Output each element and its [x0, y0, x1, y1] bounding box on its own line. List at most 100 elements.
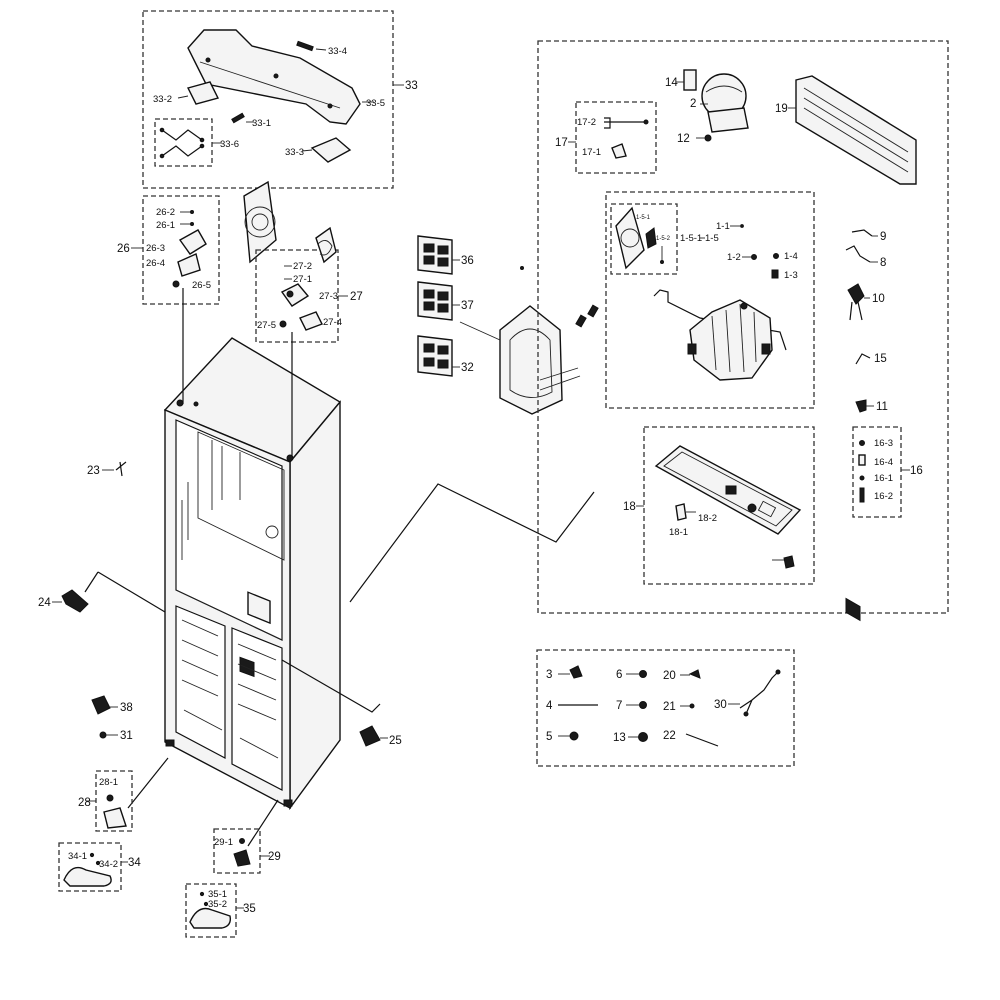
callout-33-4: 33-4 — [328, 46, 347, 57]
callout-17: 17 — [555, 137, 568, 149]
callout-33-2: 33-2 — [153, 94, 172, 105]
callout-27-1: 27-1 — [293, 274, 312, 285]
callout-19: 19 — [775, 103, 788, 115]
callout-30: 30 — [714, 699, 727, 711]
group-1-frame — [605, 191, 815, 409]
clip-part — [115, 461, 127, 477]
shelf-rails — [181, 619, 279, 759]
callout-11: 11 — [876, 401, 888, 413]
group-35: 35 35-1 35-2 — [185, 883, 256, 938]
bracket-plate-part — [310, 137, 352, 163]
valve-part — [611, 143, 627, 159]
callout-3: 3 — [546, 669, 552, 681]
callout-29-1: 29-1 — [214, 837, 233, 848]
callout-16-4: 16-4 — [874, 457, 893, 468]
callout-18: 18 — [623, 501, 636, 513]
fan-cover-assembly — [243, 180, 277, 264]
group-33-6-frame — [154, 118, 213, 167]
group-27: 27 27-2 27-1 27-3 27-4 27-5 — [255, 226, 363, 343]
evaporator-cover-part — [499, 305, 563, 415]
callout-26-2: 26-2 — [156, 207, 175, 218]
leader-line — [349, 483, 595, 603]
group-17: 17 17-2 17-1 — [555, 101, 657, 174]
cap-part — [638, 732, 648, 742]
leader-line — [127, 757, 169, 809]
callout-32: 32 — [461, 362, 474, 374]
cap-part — [569, 731, 579, 741]
callout-1-5-1a: 1-5-1 — [636, 215, 651, 221]
callout-6: 6 — [616, 669, 622, 681]
knob-part — [675, 503, 687, 521]
callout-28-1: 28-1 — [99, 777, 118, 788]
callout-16-3: 16-3 — [874, 438, 893, 449]
fan-cover-part — [615, 206, 645, 270]
callout-9: 9 — [880, 231, 886, 243]
callout-20: 20 — [663, 670, 676, 682]
callout-26-5: 26-5 — [192, 280, 211, 291]
screw-icon — [783, 555, 795, 569]
callout-36: 36 — [461, 255, 474, 267]
relay-part — [683, 69, 697, 91]
leg-part — [103, 807, 127, 829]
refrigerator-cabinet — [163, 337, 342, 811]
duct-part — [239, 656, 255, 678]
callout-35-2: 35-2 — [208, 899, 227, 910]
callout-16-2: 16-2 — [874, 491, 893, 502]
callout-34-2: 34-2 — [99, 859, 118, 870]
control-panel — [247, 591, 271, 625]
callout-17-2: 17-2 — [577, 117, 596, 128]
damper-part — [177, 253, 201, 277]
callout-35: 35 — [243, 903, 256, 915]
callout-33-1: 33-1 — [252, 118, 271, 129]
vent-panel-part — [417, 335, 453, 377]
callout-1-3: 1-3 — [784, 270, 798, 281]
callout-33-6: 33-6 — [220, 139, 239, 150]
callout-38: 38 — [120, 702, 133, 714]
screw-icon — [296, 40, 314, 52]
fan-motor-part — [645, 227, 657, 249]
compressor-base-part — [707, 107, 749, 133]
group-33: 33 33-4 33-2 33-5 33-1 33-6 33-3 — [142, 10, 418, 189]
right-column-parts: 9 8 10 15 11 — [845, 229, 888, 413]
callout-18-2: 18-2 — [698, 513, 717, 524]
group-1: 1-5-1 1-5-2 1-5-1 1-5 1-1 1-2 1-4 1-3 — [605, 191, 815, 409]
sensor-part — [851, 229, 873, 237]
harness-part — [847, 283, 865, 305]
leader-line — [281, 659, 381, 713]
callout-34-1: 34-1 — [68, 851, 87, 862]
callout-26-3: 26-3 — [146, 243, 165, 254]
wire-part — [855, 353, 871, 365]
callout-12: 12 — [677, 133, 690, 145]
callout-18-1: 18-1 — [669, 527, 688, 538]
callout-29: 29 — [268, 851, 281, 863]
group-1-5-frame — [610, 203, 678, 275]
callout-27: 27 — [350, 291, 363, 303]
callout-8: 8 — [880, 257, 886, 269]
bracket-part — [299, 311, 323, 331]
callout-37: 37 — [461, 300, 474, 312]
screw-icon — [688, 669, 701, 679]
wire-harness-part — [739, 671, 779, 715]
hinge-cover-part — [91, 695, 111, 715]
screw-icon — [172, 280, 180, 288]
hardware-frame — [536, 649, 795, 767]
callout-1-5-2: 1-5-2 — [656, 236, 671, 242]
callout-33: 33 — [405, 80, 418, 92]
cap-part — [639, 701, 647, 709]
bracket-plate-part — [186, 81, 220, 105]
group-35-frame — [185, 883, 237, 938]
hinge-part — [359, 725, 381, 747]
group-26: 26 26-2 26-1 26-3 26-4 26-5 — [117, 195, 220, 305]
callout-1-5: 1-5 — [705, 233, 719, 244]
group-29-frame — [213, 828, 261, 874]
callout-1-4: 1-4 — [784, 251, 798, 262]
leader-line — [247, 799, 279, 847]
group-26-frame — [142, 195, 220, 305]
leveling-foot-part — [189, 907, 232, 929]
callout-28: 28 — [78, 797, 91, 809]
callout-27-2: 27-2 — [293, 261, 312, 272]
heater-pipe-part — [653, 289, 787, 351]
cabinet-side — [289, 400, 341, 811]
group-17-frame — [575, 101, 657, 174]
callout-15: 15 — [874, 353, 887, 365]
